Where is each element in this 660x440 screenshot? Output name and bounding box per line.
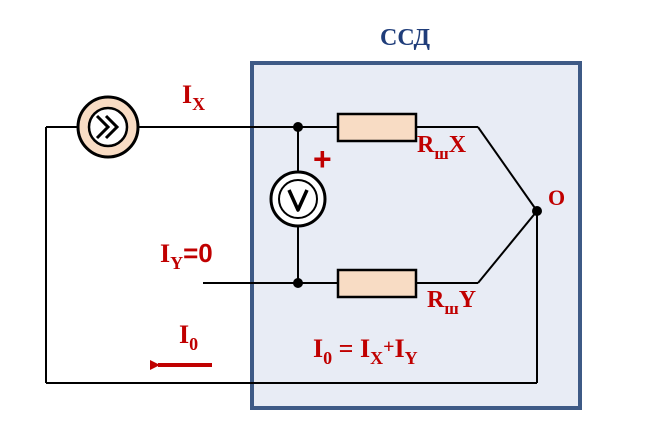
equation: I0 = IX+IY (313, 334, 418, 368)
voltmeter-icon (269, 170, 327, 228)
wire-ry-to-o (477, 210, 538, 284)
label-ix: IX (182, 80, 205, 114)
label-ry: RшY (427, 287, 476, 318)
label-rx: RшX (417, 132, 467, 163)
label-iy: IY=0 (160, 238, 213, 273)
junction-top (293, 122, 303, 132)
resistor-ry (336, 268, 418, 299)
voltmeter-plus: + (313, 141, 332, 177)
junction-bottom (293, 278, 303, 288)
resistor-rx (336, 112, 418, 143)
wires (45, 126, 538, 384)
current-source-icon (76, 95, 140, 159)
junction-o (532, 206, 542, 216)
box-title: ССД (380, 25, 430, 51)
label-node-o: O (548, 185, 565, 210)
label-i0: I0 (179, 320, 198, 354)
wire-rx-to-o (477, 126, 538, 212)
